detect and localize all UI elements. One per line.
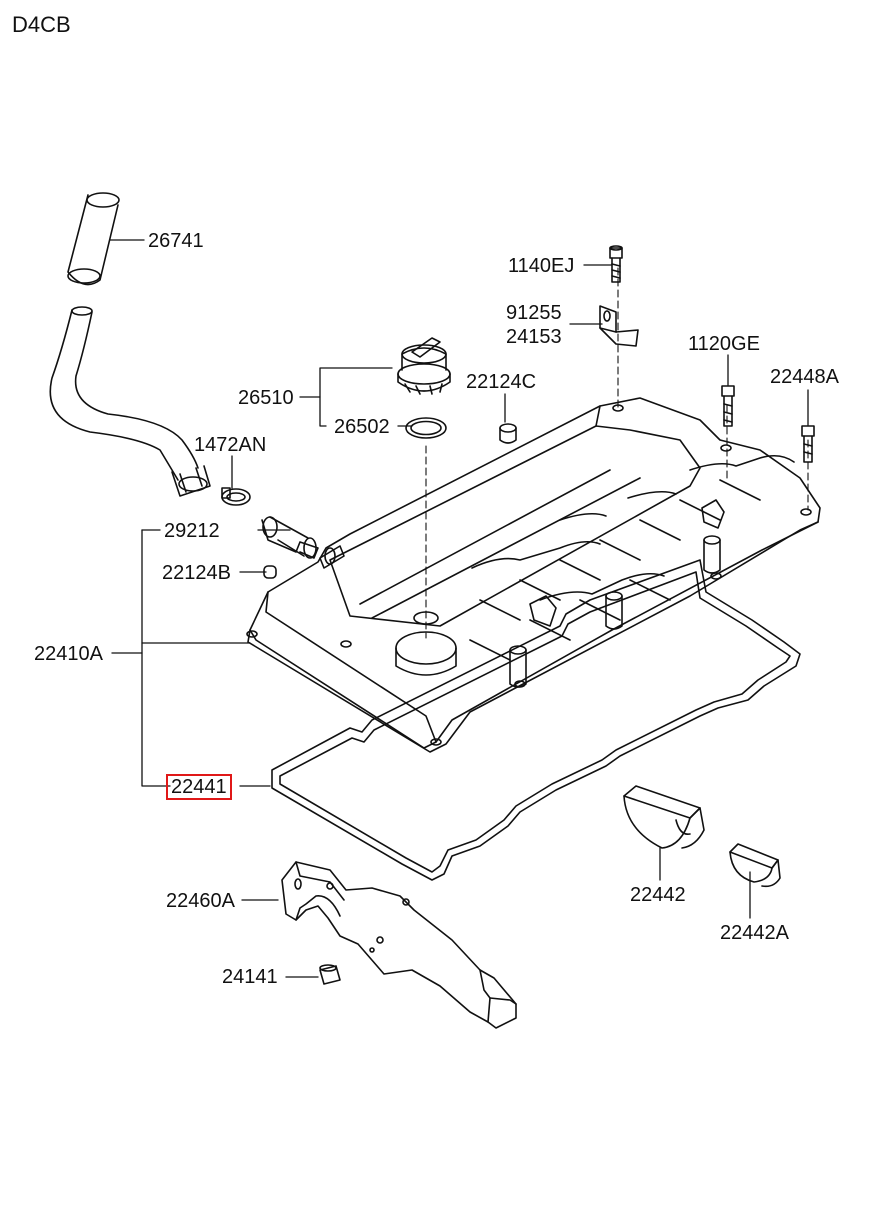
cylinder-head-cover-22410A-part bbox=[246, 397, 821, 753]
dowel-pin-24141-part bbox=[319, 964, 341, 985]
oil-filler-cap-26510-part bbox=[397, 337, 451, 395]
gasket-ring-26502-part bbox=[405, 417, 447, 439]
half-moon-plug-22442-part bbox=[623, 785, 705, 849]
timing-cover-22460A-part bbox=[281, 861, 517, 1029]
cover-gasket-22441-part bbox=[271, 559, 801, 881]
part-label-22460A[interactable]: 22460A bbox=[166, 890, 235, 912]
pcv-fitting-29212-part bbox=[261, 516, 319, 559]
bracket-91255-part bbox=[599, 305, 639, 347]
bolt-1120GE-part bbox=[721, 385, 735, 427]
plug-22124C-part bbox=[499, 423, 517, 444]
part-label-91255[interactable]: 91255 bbox=[506, 302, 562, 324]
part-label-24141[interactable]: 24141 bbox=[222, 966, 278, 988]
part-label-26741[interactable]: 26741 bbox=[148, 230, 204, 252]
clamp-1472AN-part bbox=[221, 487, 251, 506]
part-label-29212[interactable]: 29212 bbox=[164, 520, 220, 542]
part-label-22442A[interactable]: 22442A bbox=[720, 922, 789, 944]
plug-22124B-part bbox=[263, 565, 277, 579]
part-label-1472AN[interactable]: 1472AN bbox=[194, 434, 267, 456]
part-label-22441-highlighted[interactable]: 22441 bbox=[166, 774, 232, 800]
hose-26741-part bbox=[67, 192, 120, 286]
bolt-1140EJ-part bbox=[609, 245, 623, 283]
part-label-22410A[interactable]: 22410A bbox=[34, 643, 103, 665]
part-label-24153[interactable]: 24153 bbox=[506, 326, 562, 348]
breather-hose-part bbox=[49, 306, 211, 497]
part-label-22442[interactable]: 22442 bbox=[630, 884, 686, 906]
part-label-22124C[interactable]: 22124C bbox=[466, 371, 537, 393]
part-label-22448A[interactable]: 22448A bbox=[770, 366, 839, 388]
model-code-label: D4CB bbox=[12, 12, 71, 37]
part-label-26502[interactable]: 26502 bbox=[334, 416, 390, 438]
half-moon-plug-22442A-part bbox=[729, 843, 781, 888]
part-label-22124B[interactable]: 22124B bbox=[162, 562, 231, 584]
part-label-1140EJ[interactable]: 1140EJ bbox=[508, 255, 575, 277]
part-label-1120GE[interactable]: 1120GE bbox=[688, 333, 760, 355]
part-label-26510[interactable]: 26510 bbox=[238, 387, 294, 409]
bolt-22448A-part bbox=[801, 425, 815, 463]
